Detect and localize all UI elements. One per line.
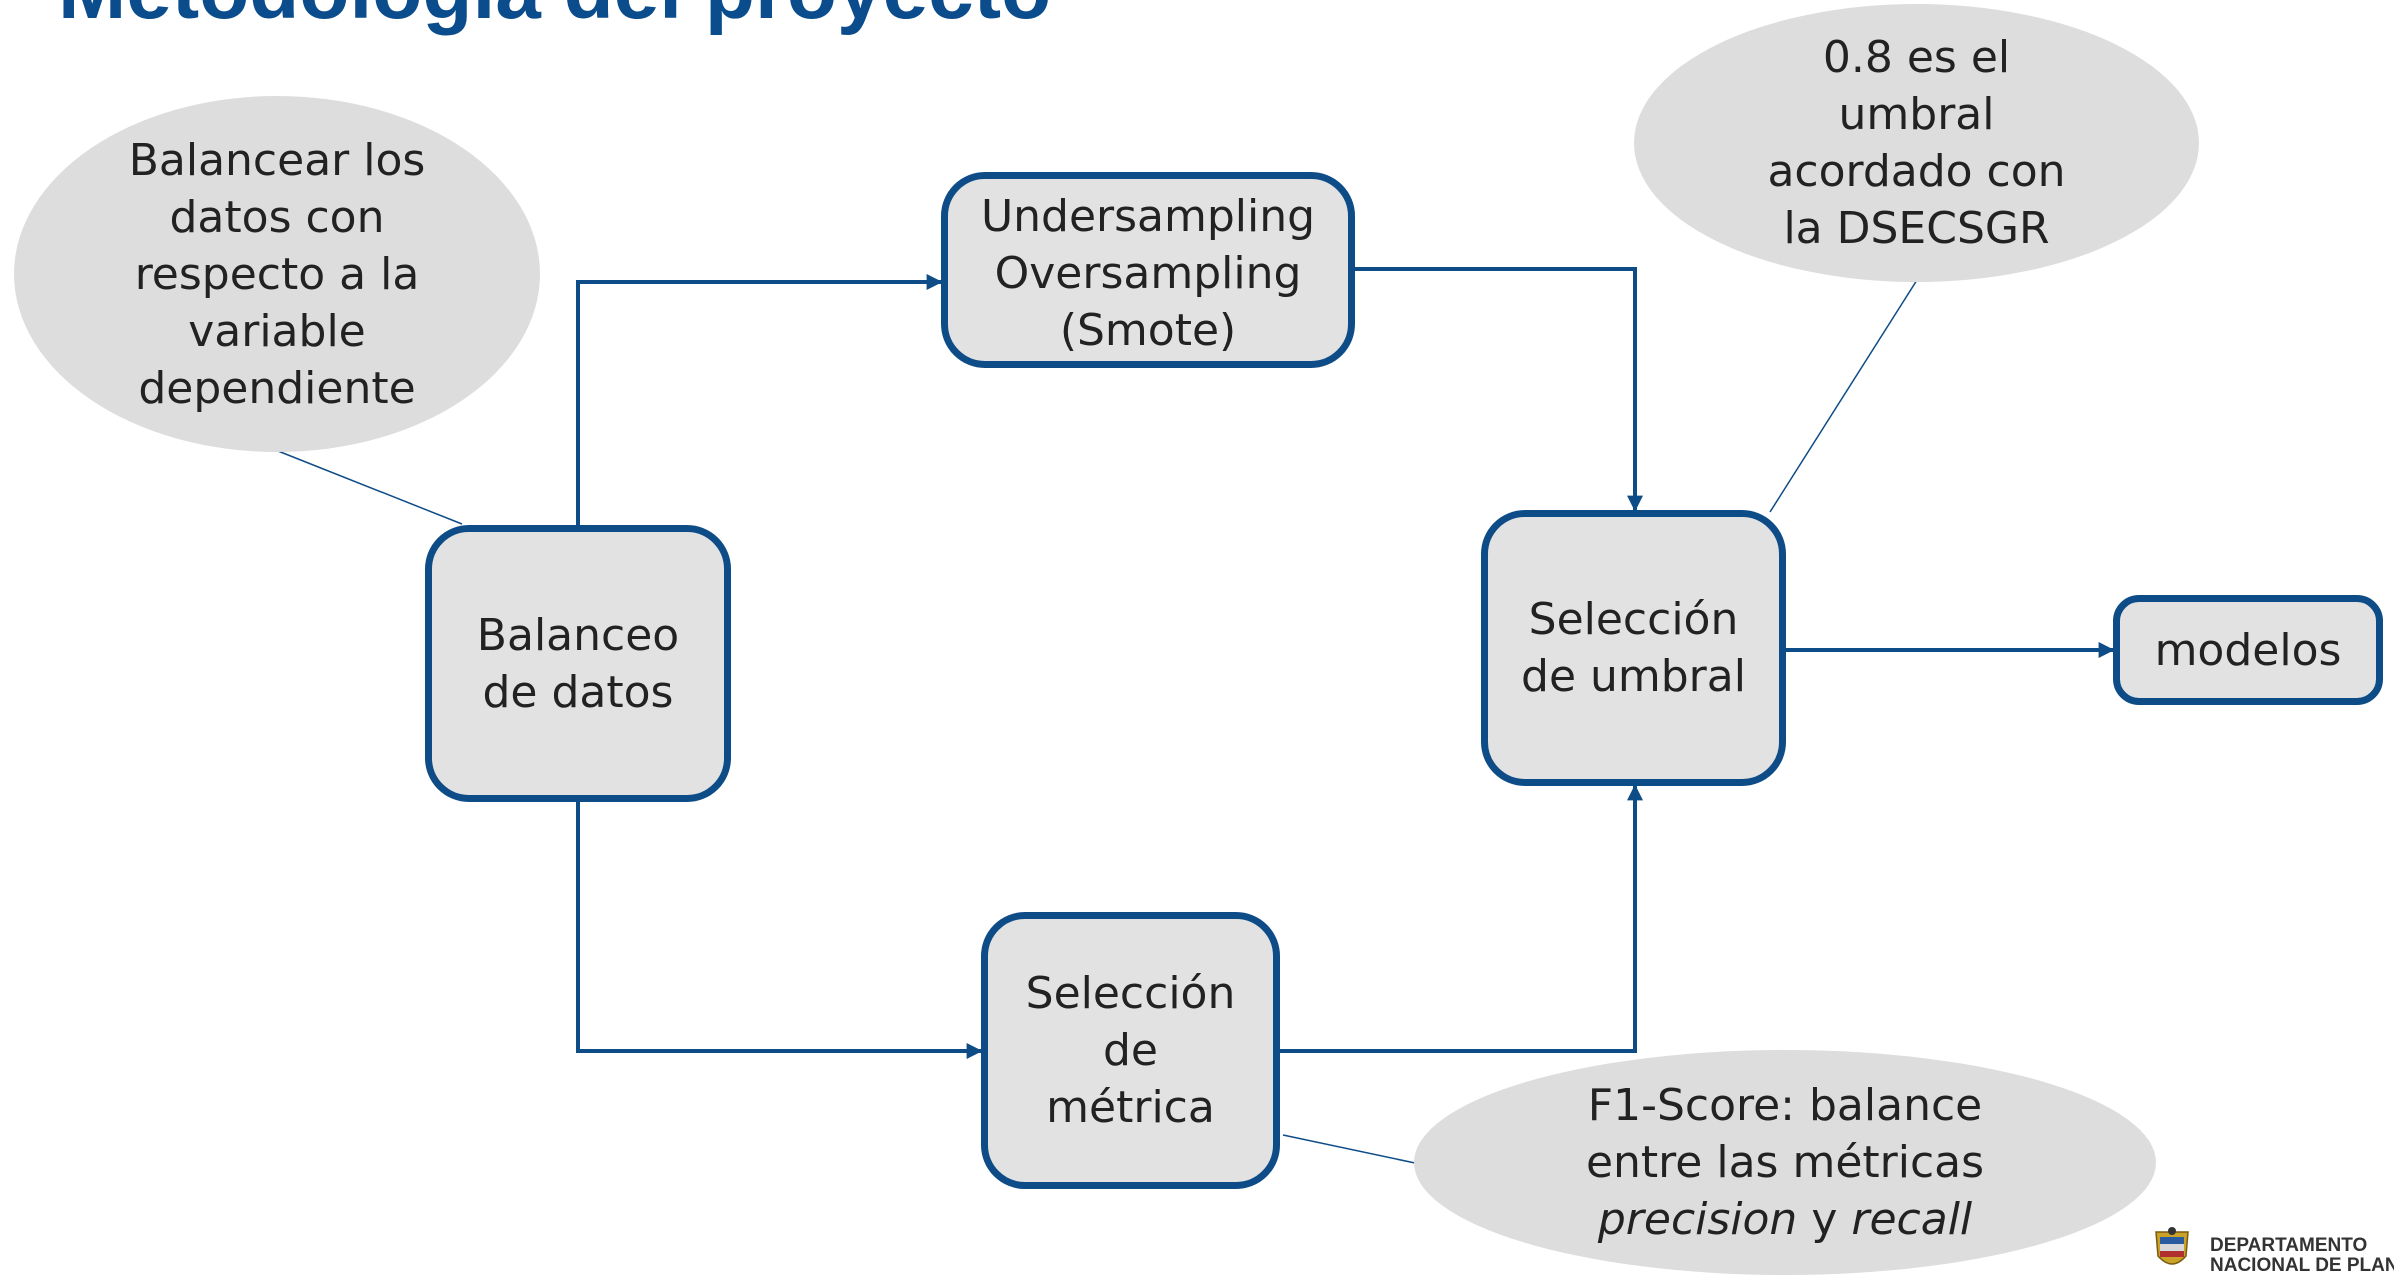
callout-balancear: Balancear los datos con respecto a la va… — [14, 96, 540, 452]
callout-f1-term2: recall — [1851, 1194, 1973, 1245]
node-seleccion-de-metrica: Selección de métrica — [981, 912, 1280, 1189]
arrow-balanceo-to-sampling — [576, 274, 943, 525]
callout-pointer-balancear — [277, 450, 463, 525]
callout-umbral-text: 0.8 es el umbral acordado con la DSECSGR — [1767, 32, 2066, 254]
arrow-sampling-to-umbral — [1355, 267, 1643, 512]
callout-balancear-text: Balancear los datos con respecto a la va… — [128, 134, 426, 414]
logo-line-2: NACIONAL DE PLANEACIÓN — [2210, 1255, 2394, 1275]
logo-text: DEPARTAMENTO NACIONAL DE PLANEACIÓN — [2210, 1236, 2394, 1275]
callout-f1-text: F1-Score: balance entre las métricas pre… — [1564, 1077, 2006, 1248]
dnp-logo: DEPARTAMENTO NACIONAL DE PLANEACIÓN — [2148, 1226, 2394, 1275]
slide-title: Metodología del proyecto — [58, 0, 1051, 40]
node-modelos-label: modelos — [2154, 624, 2342, 676]
callout-f1-conj: y — [1811, 1194, 1838, 1245]
node-sampling-label: Undersampling Oversampling (Smote) — [980, 190, 1316, 356]
node-seleccion-de-metrica-label: Selección de métrica — [1025, 968, 1236, 1133]
node-modelos: modelos — [2113, 595, 2383, 705]
arrow-balanceo-to-metrica — [576, 802, 983, 1059]
node-sampling: Undersampling Oversampling (Smote) — [941, 172, 1355, 368]
node-balanceo-de-datos: Balanceo de datos — [425, 525, 731, 802]
coat-of-arms-icon — [2155, 1227, 2189, 1265]
callout-umbral: 0.8 es el umbral acordado con la DSECSGR — [1634, 4, 2199, 282]
callout-f1-line1: F1-Score: balance entre las métricas — [1585, 1080, 1985, 1188]
callout-f1: F1-Score: balance entre las métricas pre… — [1414, 1050, 2156, 1275]
arrow-metrica-to-umbral — [1280, 784, 1643, 1053]
callout-pointer-umbral — [1769, 279, 1918, 513]
callout-pointer-f1 — [1282, 1134, 1416, 1164]
logo-line-1: DEPARTAMENTO — [2210, 1235, 2368, 1256]
callout-f1-term1: precision — [1597, 1194, 1798, 1245]
node-seleccion-de-umbral: Selección de umbral — [1481, 510, 1786, 786]
node-seleccion-de-umbral-label: Selección de umbral — [1521, 594, 1746, 702]
node-balanceo-de-datos-label: Balanceo de datos — [476, 609, 680, 718]
